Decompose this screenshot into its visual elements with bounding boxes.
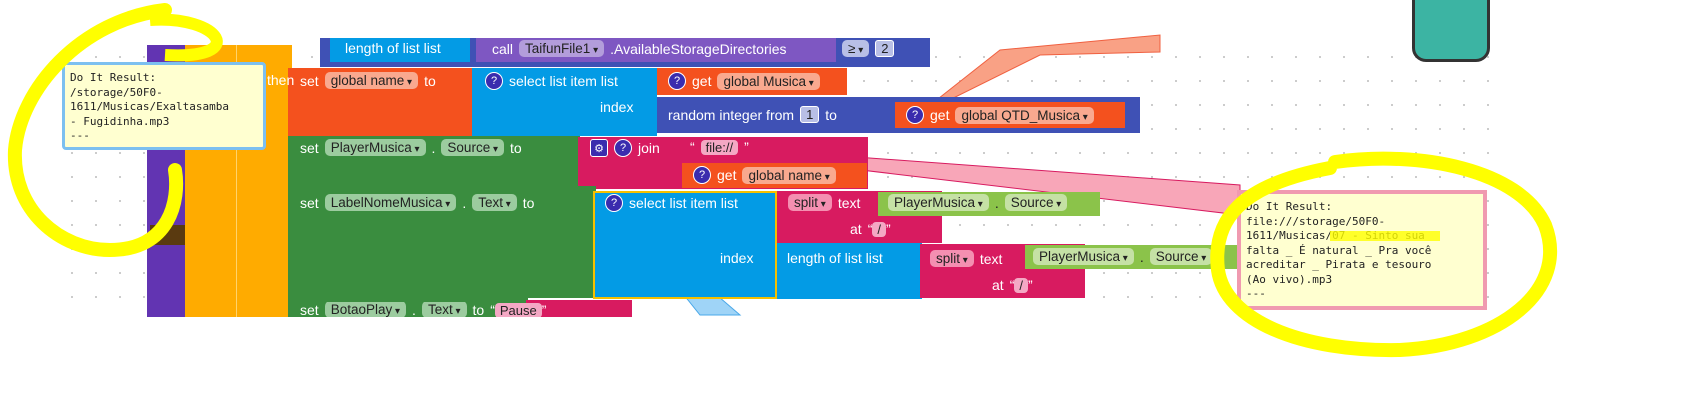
length-of-list-block[interactable] xyxy=(777,243,922,299)
do-it-result-right: Do It Result: file:///storage/50F0- 1611… xyxy=(1237,190,1487,310)
get-label: get xyxy=(692,73,712,89)
get-label: get xyxy=(930,107,950,123)
number-2[interactable]: 2 xyxy=(875,40,895,57)
separator-text[interactable]: / xyxy=(1014,278,1028,293)
select-label: select list item list xyxy=(629,195,738,211)
property-dropdown[interactable]: Text xyxy=(472,194,517,211)
gear-icon[interactable]: ⚙ xyxy=(590,139,608,157)
var-dropdown[interactable]: global Musica xyxy=(717,72,820,90)
length-label: length of list list xyxy=(787,250,883,266)
set-label: set xyxy=(300,194,319,211)
property-dropdown[interactable]: Source xyxy=(441,139,505,156)
callout-top xyxy=(914,34,1161,118)
operator-dropdown[interactable]: ≥ xyxy=(842,40,870,57)
index-label: index xyxy=(600,99,634,115)
length-of-list-block[interactable] xyxy=(330,38,470,62)
component-dropdown[interactable]: PlayerMusica xyxy=(1033,248,1134,265)
component-dropdown[interactable]: LabelNomeMusica xyxy=(324,194,457,211)
split-dropdown[interactable]: split xyxy=(788,194,832,211)
var-dropdown[interactable]: global QTD_Musica xyxy=(955,106,1094,124)
at-label: at xyxy=(992,277,1004,293)
help-icon[interactable]: ? xyxy=(906,106,924,124)
get-label: get xyxy=(717,167,737,183)
bottom-mask xyxy=(0,317,1689,407)
select-list-item-block[interactable] xyxy=(593,191,777,299)
call-label: call xyxy=(492,40,514,57)
text-label: text xyxy=(979,250,1003,267)
to-label: to xyxy=(424,72,436,89)
to-label: to xyxy=(825,106,837,123)
index-label: index xyxy=(720,250,754,266)
set-label: set xyxy=(300,72,319,89)
help-icon[interactable]: ? xyxy=(605,194,623,212)
length-label: length of list list xyxy=(345,40,441,56)
help-icon[interactable]: ? xyxy=(668,72,686,90)
help-icon[interactable]: ? xyxy=(693,166,711,184)
trash-can-icon[interactable] xyxy=(1412,0,1490,62)
to-label: to xyxy=(522,194,535,211)
separator-text[interactable]: / xyxy=(872,222,886,237)
method-label: .AvailableStorageDirectories xyxy=(610,40,787,57)
text-file[interactable]: file:// xyxy=(700,139,739,155)
component-dropdown[interactable]: PlayerMusica xyxy=(324,139,426,156)
do-it-result-left: Do It Result: /storage/50F0- 1611/Musica… xyxy=(62,62,266,150)
brown-mark xyxy=(150,225,185,245)
property-dropdown[interactable]: Text xyxy=(421,302,467,317)
from-number[interactable]: 1 xyxy=(800,106,820,123)
random-label: random integer from xyxy=(668,106,795,123)
component-dropdown[interactable]: BotaoPlay xyxy=(324,302,407,317)
property-dropdown[interactable]: Source xyxy=(1004,194,1068,211)
property-dropdown[interactable]: Source xyxy=(1149,248,1213,265)
pause-text[interactable]: Pause xyxy=(494,302,542,317)
component-dropdown[interactable]: PlayerMusica xyxy=(888,194,989,211)
to-label: to xyxy=(472,302,485,317)
text-label: text xyxy=(837,194,861,211)
at-label: at xyxy=(850,221,862,237)
set-label: set xyxy=(300,139,319,156)
help-icon[interactable]: ? xyxy=(614,139,632,157)
set-label: set xyxy=(300,302,319,317)
var-dropdown[interactable]: global name xyxy=(742,166,836,184)
select-label: select list item list xyxy=(509,73,618,89)
then-text: then xyxy=(267,72,295,88)
help-icon[interactable]: ? xyxy=(485,72,503,90)
split-dropdown[interactable]: split xyxy=(930,250,974,267)
join-label: join xyxy=(638,140,660,156)
then-label: then xyxy=(267,72,294,88)
text-block[interactable] xyxy=(526,300,632,317)
var-dropdown[interactable]: global name xyxy=(324,72,419,89)
component-dropdown[interactable]: TaifunFile1 xyxy=(519,40,605,57)
to-label: to xyxy=(510,139,522,156)
